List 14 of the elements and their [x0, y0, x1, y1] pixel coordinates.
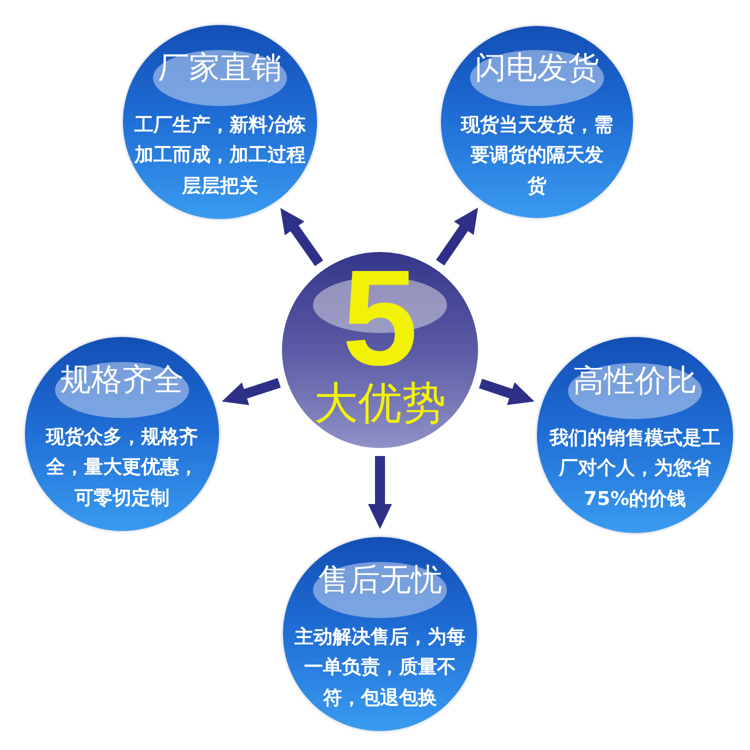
circle-heading: 售后无忧	[318, 563, 442, 599]
arrow	[478, 378, 536, 406]
circle-heading: 规格齐全	[60, 363, 184, 399]
arrow	[220, 378, 281, 406]
circle-heading: 厂家直销	[158, 51, 282, 87]
circle-description: 工厂生产，新料冶炼加工而成，加工过程层层把关	[133, 112, 307, 199]
circle-description: 我们的销售模式是工厂对个人，为您省75%的价钱	[548, 426, 722, 512]
circle-heading: 高性价比	[573, 364, 697, 400]
circle-description: 主动解决售后，为每一单负责，质量不符，包退包换	[294, 624, 466, 711]
big-numeral: 5	[342, 264, 418, 372]
circle-description: 现货众多，规格齐全，量大更优惠，可零切定制	[44, 424, 199, 511]
circle-description: 现货当天发货，需要调货的隔天发货	[460, 112, 614, 199]
circle-heading: 闪电发货	[475, 51, 599, 87]
center-subtitle: 大优势	[314, 380, 446, 428]
